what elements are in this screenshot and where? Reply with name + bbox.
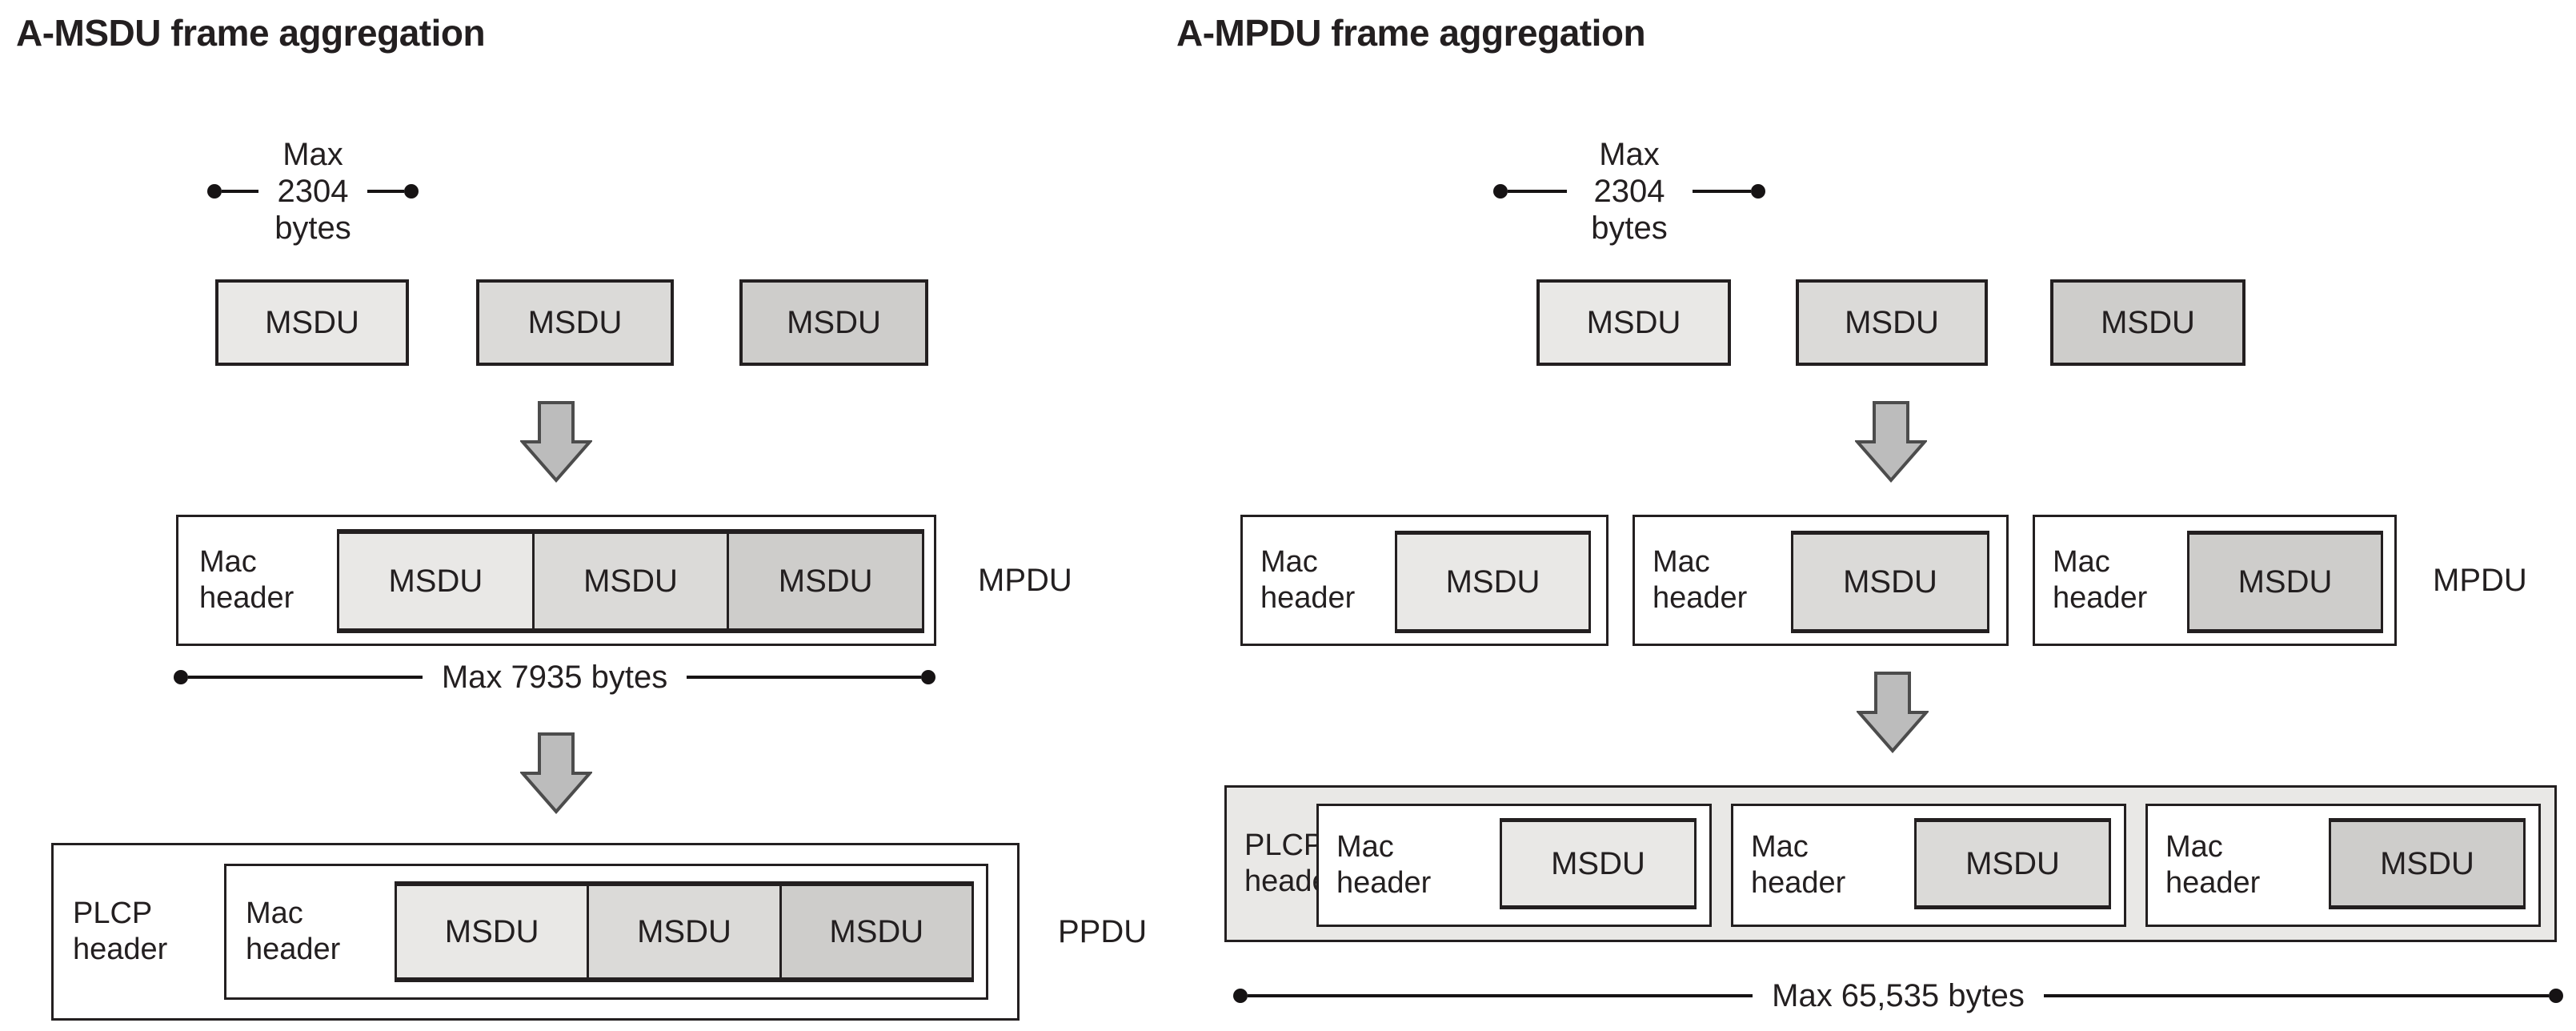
- msdu-cell-group: MSDU MSDU MSDU: [337, 529, 924, 633]
- msdu-box: MSDU: [2050, 279, 2245, 366]
- mac-header-label: Mac header: [246, 897, 341, 966]
- dimension-line-segment: [1692, 190, 1752, 193]
- msdu-cell: MSDU: [779, 886, 972, 977]
- mac-header-label: Mac header: [2165, 830, 2261, 900]
- amsdu-panel-title: A-MSDU frame aggregation: [16, 12, 486, 54]
- msdu-box: MSDU: [1796, 279, 1988, 366]
- dimension-max-7935: Max 7935 bytes: [174, 659, 936, 695]
- msdu-box: MSDU: [476, 279, 674, 366]
- dimension-suffix: bytes: [274, 210, 351, 246]
- msdu-label: MSDU: [637, 913, 731, 949]
- msdu-cell: MSDU: [1395, 531, 1591, 633]
- msdu-label: MSDU: [2380, 845, 2474, 881]
- down-arrow-icon: [520, 401, 592, 483]
- ppdu-frame-box: PLCP header Mac header MSDU MSDU MSDU: [51, 843, 1020, 1021]
- mac-header-label: Mac header: [1751, 830, 1846, 900]
- down-arrow-icon: [1855, 401, 1927, 483]
- mpdu-inner-box: Mac header MSDU: [1316, 804, 1712, 927]
- mpdu-inner-box: Mac header MSDU: [2145, 804, 2541, 927]
- mpdu-inner-box: Mac header MSDU MSDU MSDU: [224, 864, 988, 1000]
- mpdu-frame-box: Mac header MSDU MSDU MSDU: [176, 515, 936, 646]
- dimension-line-segment: [687, 676, 922, 679]
- msdu-cell-group: MSDU MSDU MSDU: [395, 881, 974, 982]
- mac-header-label: Mac header: [1336, 830, 1432, 900]
- dimension-max-2304-ampdu: Max 2304 bytes: [1493, 136, 1766, 247]
- mpdu-inner-box: Mac header MSDU: [1731, 804, 2126, 927]
- msdu-label: MSDU: [583, 563, 678, 599]
- mpdu-side-label: MPDU: [978, 562, 1072, 598]
- ppdu-side-label: PPDU: [1058, 913, 1148, 949]
- mpdu-frame-box: Mac header MSDU: [1633, 515, 2009, 646]
- dimension-line-segment: [367, 190, 405, 193]
- mpdu-side-label: MPDU: [2433, 562, 2527, 598]
- msdu-label: MSDU: [787, 304, 881, 340]
- ppdu-frame-box: PLCP header Mac header MSDU Mac header M…: [1224, 785, 2557, 942]
- msdu-label: MSDU: [1843, 564, 1937, 600]
- dimension-value: 2304: [277, 173, 349, 209]
- dimension-max-2304-amsdu: Max 2304 bytes: [206, 136, 419, 247]
- msdu-cell: MSDU: [339, 534, 532, 628]
- msdu-label: MSDU: [1586, 304, 1681, 340]
- msdu-cell: MSDU: [587, 886, 779, 977]
- mpdu-frame-box: Mac header MSDU: [1240, 515, 1608, 646]
- dimension-suffix: bytes: [1591, 210, 1668, 246]
- ampdu-panel-title: A-MPDU frame aggregation: [1176, 12, 1646, 54]
- dimension-endpoint-dot: [921, 670, 936, 684]
- plcp-header-label: PLCP header: [73, 897, 168, 966]
- mac-header-label: Mac header: [199, 545, 294, 615]
- dimension-text: Max 65,535 bytes: [1772, 977, 2025, 1013]
- dimension-line-segment: [1248, 994, 1753, 997]
- dimension-value: 2304: [1593, 173, 1665, 209]
- dimension-endpoint-dot: [206, 184, 222, 199]
- dimension-line-segment: [188, 676, 423, 679]
- dimension-line-segment: [2043, 994, 2549, 997]
- mac-header-label: Mac header: [1653, 545, 1748, 615]
- msdu-label: MSDU: [829, 913, 924, 949]
- msdu-cell: MSDU: [531, 534, 727, 628]
- msdu-label: MSDU: [265, 304, 359, 340]
- msdu-box: MSDU: [1536, 279, 1731, 366]
- dimension-endpoint-dot: [1233, 989, 1248, 1003]
- dimension-endpoint-dot: [1493, 184, 1508, 199]
- msdu-label: MSDU: [2237, 564, 2333, 600]
- msdu-box: MSDU: [215, 279, 409, 366]
- msdu-label: MSDU: [778, 563, 873, 599]
- dimension-prefix: Max: [282, 136, 343, 172]
- down-arrow-icon: [520, 732, 592, 815]
- mac-header-label: Mac header: [2053, 545, 2148, 615]
- msdu-cell: MSDU: [1914, 818, 2111, 909]
- msdu-label: MSDU: [1445, 564, 1540, 600]
- dimension-endpoint-dot: [174, 670, 188, 684]
- mpdu-frame-box: Mac header MSDU: [2033, 515, 2397, 646]
- msdu-label: MSDU: [1845, 304, 1939, 340]
- msdu-box: MSDU: [739, 279, 928, 366]
- msdu-cell: MSDU: [2329, 818, 2526, 909]
- msdu-cell: MSDU: [2187, 531, 2383, 633]
- msdu-label: MSDU: [444, 913, 539, 949]
- dimension-text: Max 7935 bytes: [441, 659, 668, 695]
- msdu-cell: MSDU: [1500, 818, 1697, 909]
- dimension-prefix: Max: [1599, 136, 1660, 172]
- dimension-line-segment: [1508, 190, 1567, 193]
- dimension-max-65535: Max 65,535 bytes: [1233, 978, 2563, 1013]
- dimension-endpoint-dot: [404, 184, 419, 199]
- dimension-endpoint-dot: [1751, 184, 1766, 199]
- dimension-endpoint-dot: [2549, 989, 2563, 1003]
- dimension-line-segment: [221, 190, 258, 193]
- msdu-label: MSDU: [527, 304, 623, 340]
- down-arrow-icon: [1857, 672, 1929, 754]
- msdu-cell: MSDU: [727, 534, 923, 628]
- msdu-label: MSDU: [388, 563, 483, 599]
- msdu-cell: MSDU: [1791, 531, 1989, 633]
- msdu-label: MSDU: [2101, 304, 2195, 340]
- mac-header-label: Mac header: [1260, 545, 1356, 615]
- msdu-label: MSDU: [1965, 845, 2060, 881]
- msdu-cell: MSDU: [397, 886, 587, 977]
- msdu-label: MSDU: [1551, 845, 1645, 881]
